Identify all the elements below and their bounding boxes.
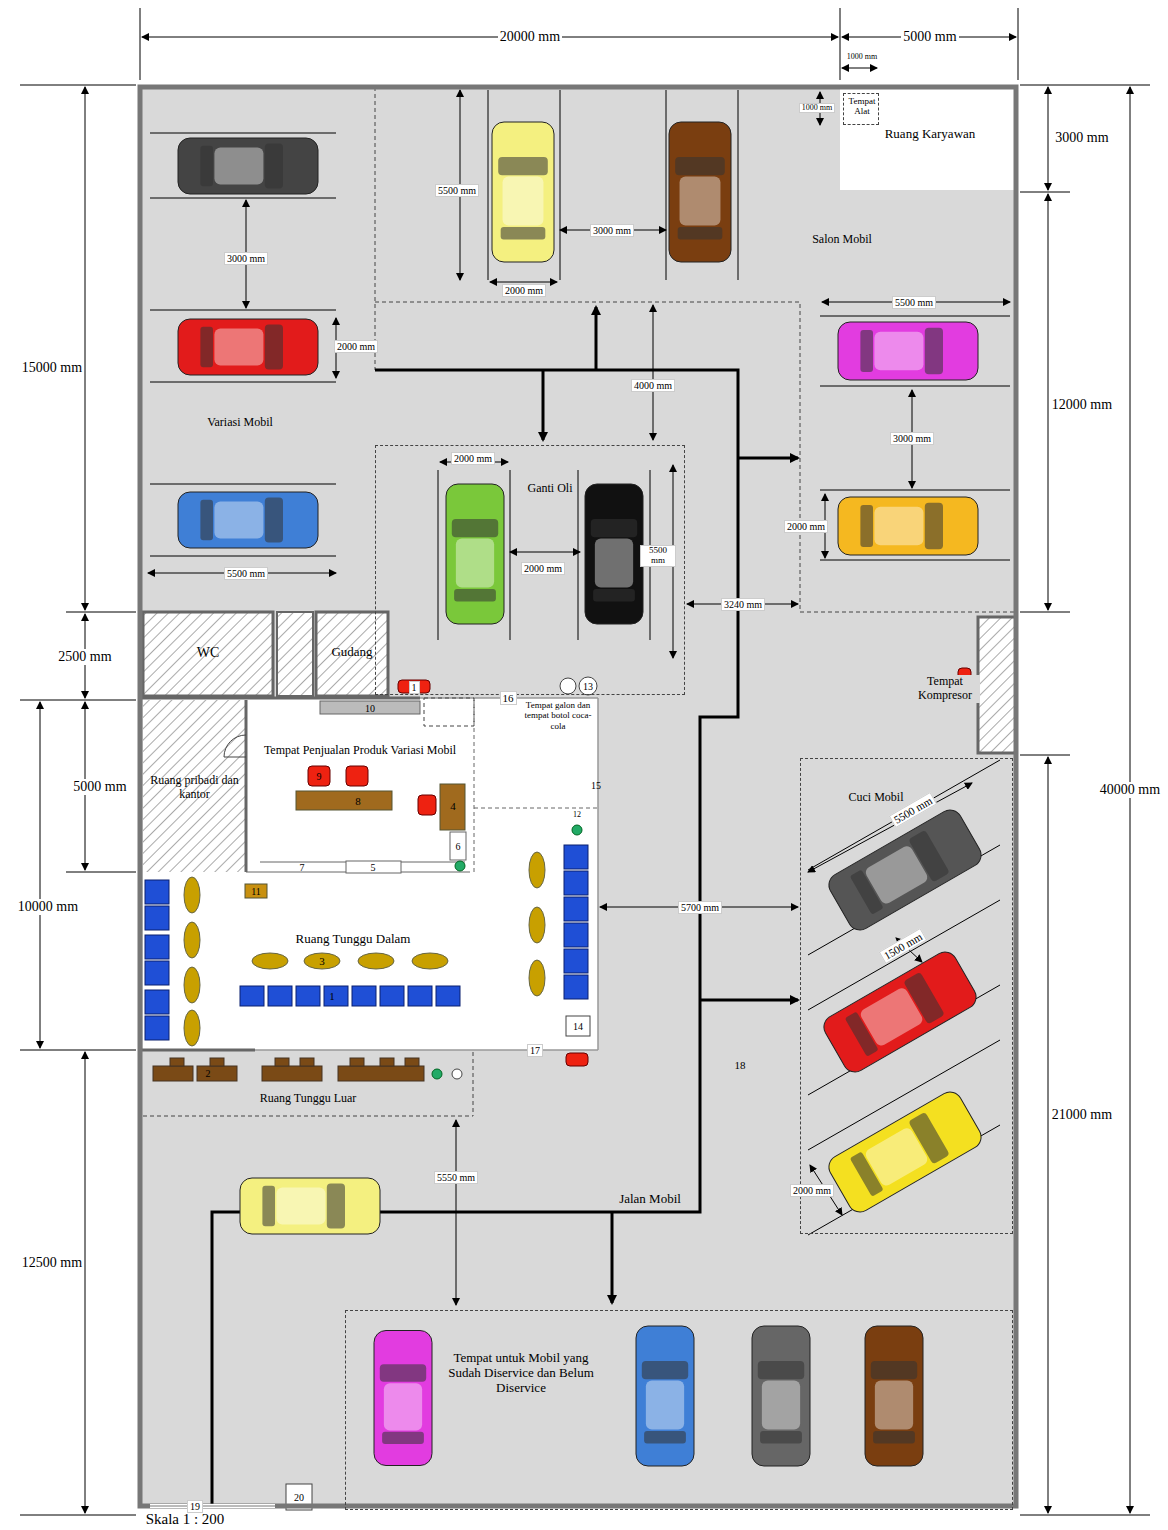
callout-number: Salon Mobil xyxy=(812,233,872,246)
dimension-label: 5550 mm xyxy=(434,1171,478,1184)
room-name: Ruang pribadi dan kantor xyxy=(145,774,244,802)
car xyxy=(865,1326,923,1466)
dimension-label: 5500 mm xyxy=(892,296,936,309)
room-box: WC xyxy=(143,612,273,696)
room-box: Ruang pribadi dan kantor xyxy=(143,700,246,870)
dimension-label: 3000 mm xyxy=(224,252,268,265)
room-box: Tempat galon dan tempat botol coca-cola xyxy=(518,698,598,746)
callout-number: 20 xyxy=(294,1492,304,1503)
callout-number: Jalan Mobil xyxy=(617,1192,683,1206)
dimension-label: 2000 mm xyxy=(784,520,828,533)
room-name: Tempat untuk Mobil yang Sudah Diservice … xyxy=(446,1351,596,1396)
dimension-label: 15000 mm xyxy=(20,360,84,375)
room-box: Gudang xyxy=(316,612,388,696)
dimension-label: 5700 mm xyxy=(678,901,722,914)
room-name: Ruang Tunggu Dalam xyxy=(263,932,443,947)
car xyxy=(178,138,318,194)
dimension-label: 5500 mm xyxy=(640,545,676,567)
room-box: Ruang Tunggu Dalam Ruang pribadi dan kant… xyxy=(143,698,598,1050)
callout-number: 19 xyxy=(187,1500,203,1513)
callout-number: 12 xyxy=(573,811,581,820)
dimension-label: 12500 mm xyxy=(20,1255,84,1270)
room-name: Ruang Tunggu Luar xyxy=(223,1092,393,1106)
car xyxy=(178,492,318,548)
dimension-label: 2000 mm xyxy=(521,562,565,575)
callout-number: 13 xyxy=(583,681,593,692)
callout-number: 15 xyxy=(591,780,601,791)
dimension-label: 2000 mm xyxy=(334,340,378,353)
callout-number: 1 xyxy=(329,990,335,1002)
room-name: Ruang Karyawan xyxy=(860,127,1000,142)
callout-number: 11 xyxy=(251,886,261,897)
dimension-label: 1000 mm xyxy=(847,53,877,62)
car xyxy=(374,1331,432,1466)
dimension-label: 3240 mm xyxy=(721,598,765,611)
car xyxy=(492,122,554,262)
room-box: Tempat Penjualan Produk Variasi Mobil xyxy=(246,700,474,860)
room-name: Tempat Penjualan Produk Variasi Mobil xyxy=(246,744,474,758)
room-name: Tempat Kompresor xyxy=(910,675,980,703)
room-box: Ruang Tunggu Luar xyxy=(143,1052,473,1116)
room-name: Cuci Mobil xyxy=(831,791,921,805)
dimension-label: 1000 mm xyxy=(799,103,835,114)
room-box: Tempat Alat xyxy=(843,93,879,125)
dimension-label: 4000 mm xyxy=(631,379,675,392)
callout-number: 18 xyxy=(735,1059,746,1071)
callout-number: 6 xyxy=(456,841,461,852)
room-box: Tempat untuk Mobil yang Sudah Diservice … xyxy=(345,1310,1013,1510)
room-name: WC xyxy=(143,645,273,661)
callout-number: Variasi Mobil xyxy=(207,416,273,429)
car xyxy=(240,1178,380,1234)
dimension-label: 5500 mm xyxy=(224,567,268,580)
room-name: Gudang xyxy=(316,645,388,660)
room-box: Ruang Karyawan Tempat Alat xyxy=(840,87,1016,190)
dimension-label: 2000 mm xyxy=(451,452,495,465)
dimension-label: 2000 mm xyxy=(790,1184,834,1197)
car xyxy=(825,806,986,935)
callout-number: 4 xyxy=(450,800,456,812)
dimension-label: 40000 mm xyxy=(1098,782,1162,797)
callout-number: 5 xyxy=(371,862,376,873)
callout-number: 17 xyxy=(527,1044,543,1057)
car xyxy=(636,1326,694,1466)
room-name: Ganti Oli xyxy=(514,482,586,496)
car xyxy=(838,497,978,555)
callout-number: 9 xyxy=(317,771,322,782)
callout-number: 2 xyxy=(206,1068,211,1079)
dimension-label: 12000 mm xyxy=(1050,397,1114,412)
callout-number: 3 xyxy=(319,955,325,967)
dimension-label: 3000 mm xyxy=(590,224,634,237)
dimension-label: 5000 mm xyxy=(71,779,128,794)
room-box: Cuci Mobil xyxy=(800,758,1013,1234)
car xyxy=(669,122,731,262)
dimension-label: 3000 mm xyxy=(1053,130,1110,145)
dimension-label: 20000 mm xyxy=(498,29,562,44)
car xyxy=(585,484,643,624)
car xyxy=(825,1088,986,1217)
dimension-label: 5500 mm xyxy=(435,184,479,197)
car xyxy=(178,319,318,375)
callout-number: 16 xyxy=(500,691,517,705)
callout-number: 10 xyxy=(365,703,375,714)
callout-number: Skala 1 : 200 xyxy=(146,1511,225,1528)
dimension-label: 2500 mm xyxy=(56,649,113,664)
dimension-label: 10000 mm xyxy=(16,899,80,914)
room-name: Tempat galon dan tempat botol coca-cola xyxy=(519,700,597,731)
dimension-label: 5000 mm xyxy=(901,29,958,44)
room-box: Tempat Kompresor xyxy=(978,617,1016,753)
dimension-label: 2000 mm xyxy=(502,284,546,297)
callout-number: 7 xyxy=(300,862,305,873)
room-name: Tempat Alat xyxy=(844,96,880,117)
car xyxy=(446,484,504,624)
callout-number: 8 xyxy=(355,795,361,807)
dimension-label: 21000 mm xyxy=(1050,1107,1114,1122)
car xyxy=(752,1326,810,1466)
callout-number: 14 xyxy=(573,1021,583,1032)
car xyxy=(820,948,981,1077)
callout-number: 1 xyxy=(409,681,420,694)
dimension-label: 3000 mm xyxy=(890,432,934,445)
car xyxy=(838,322,978,380)
